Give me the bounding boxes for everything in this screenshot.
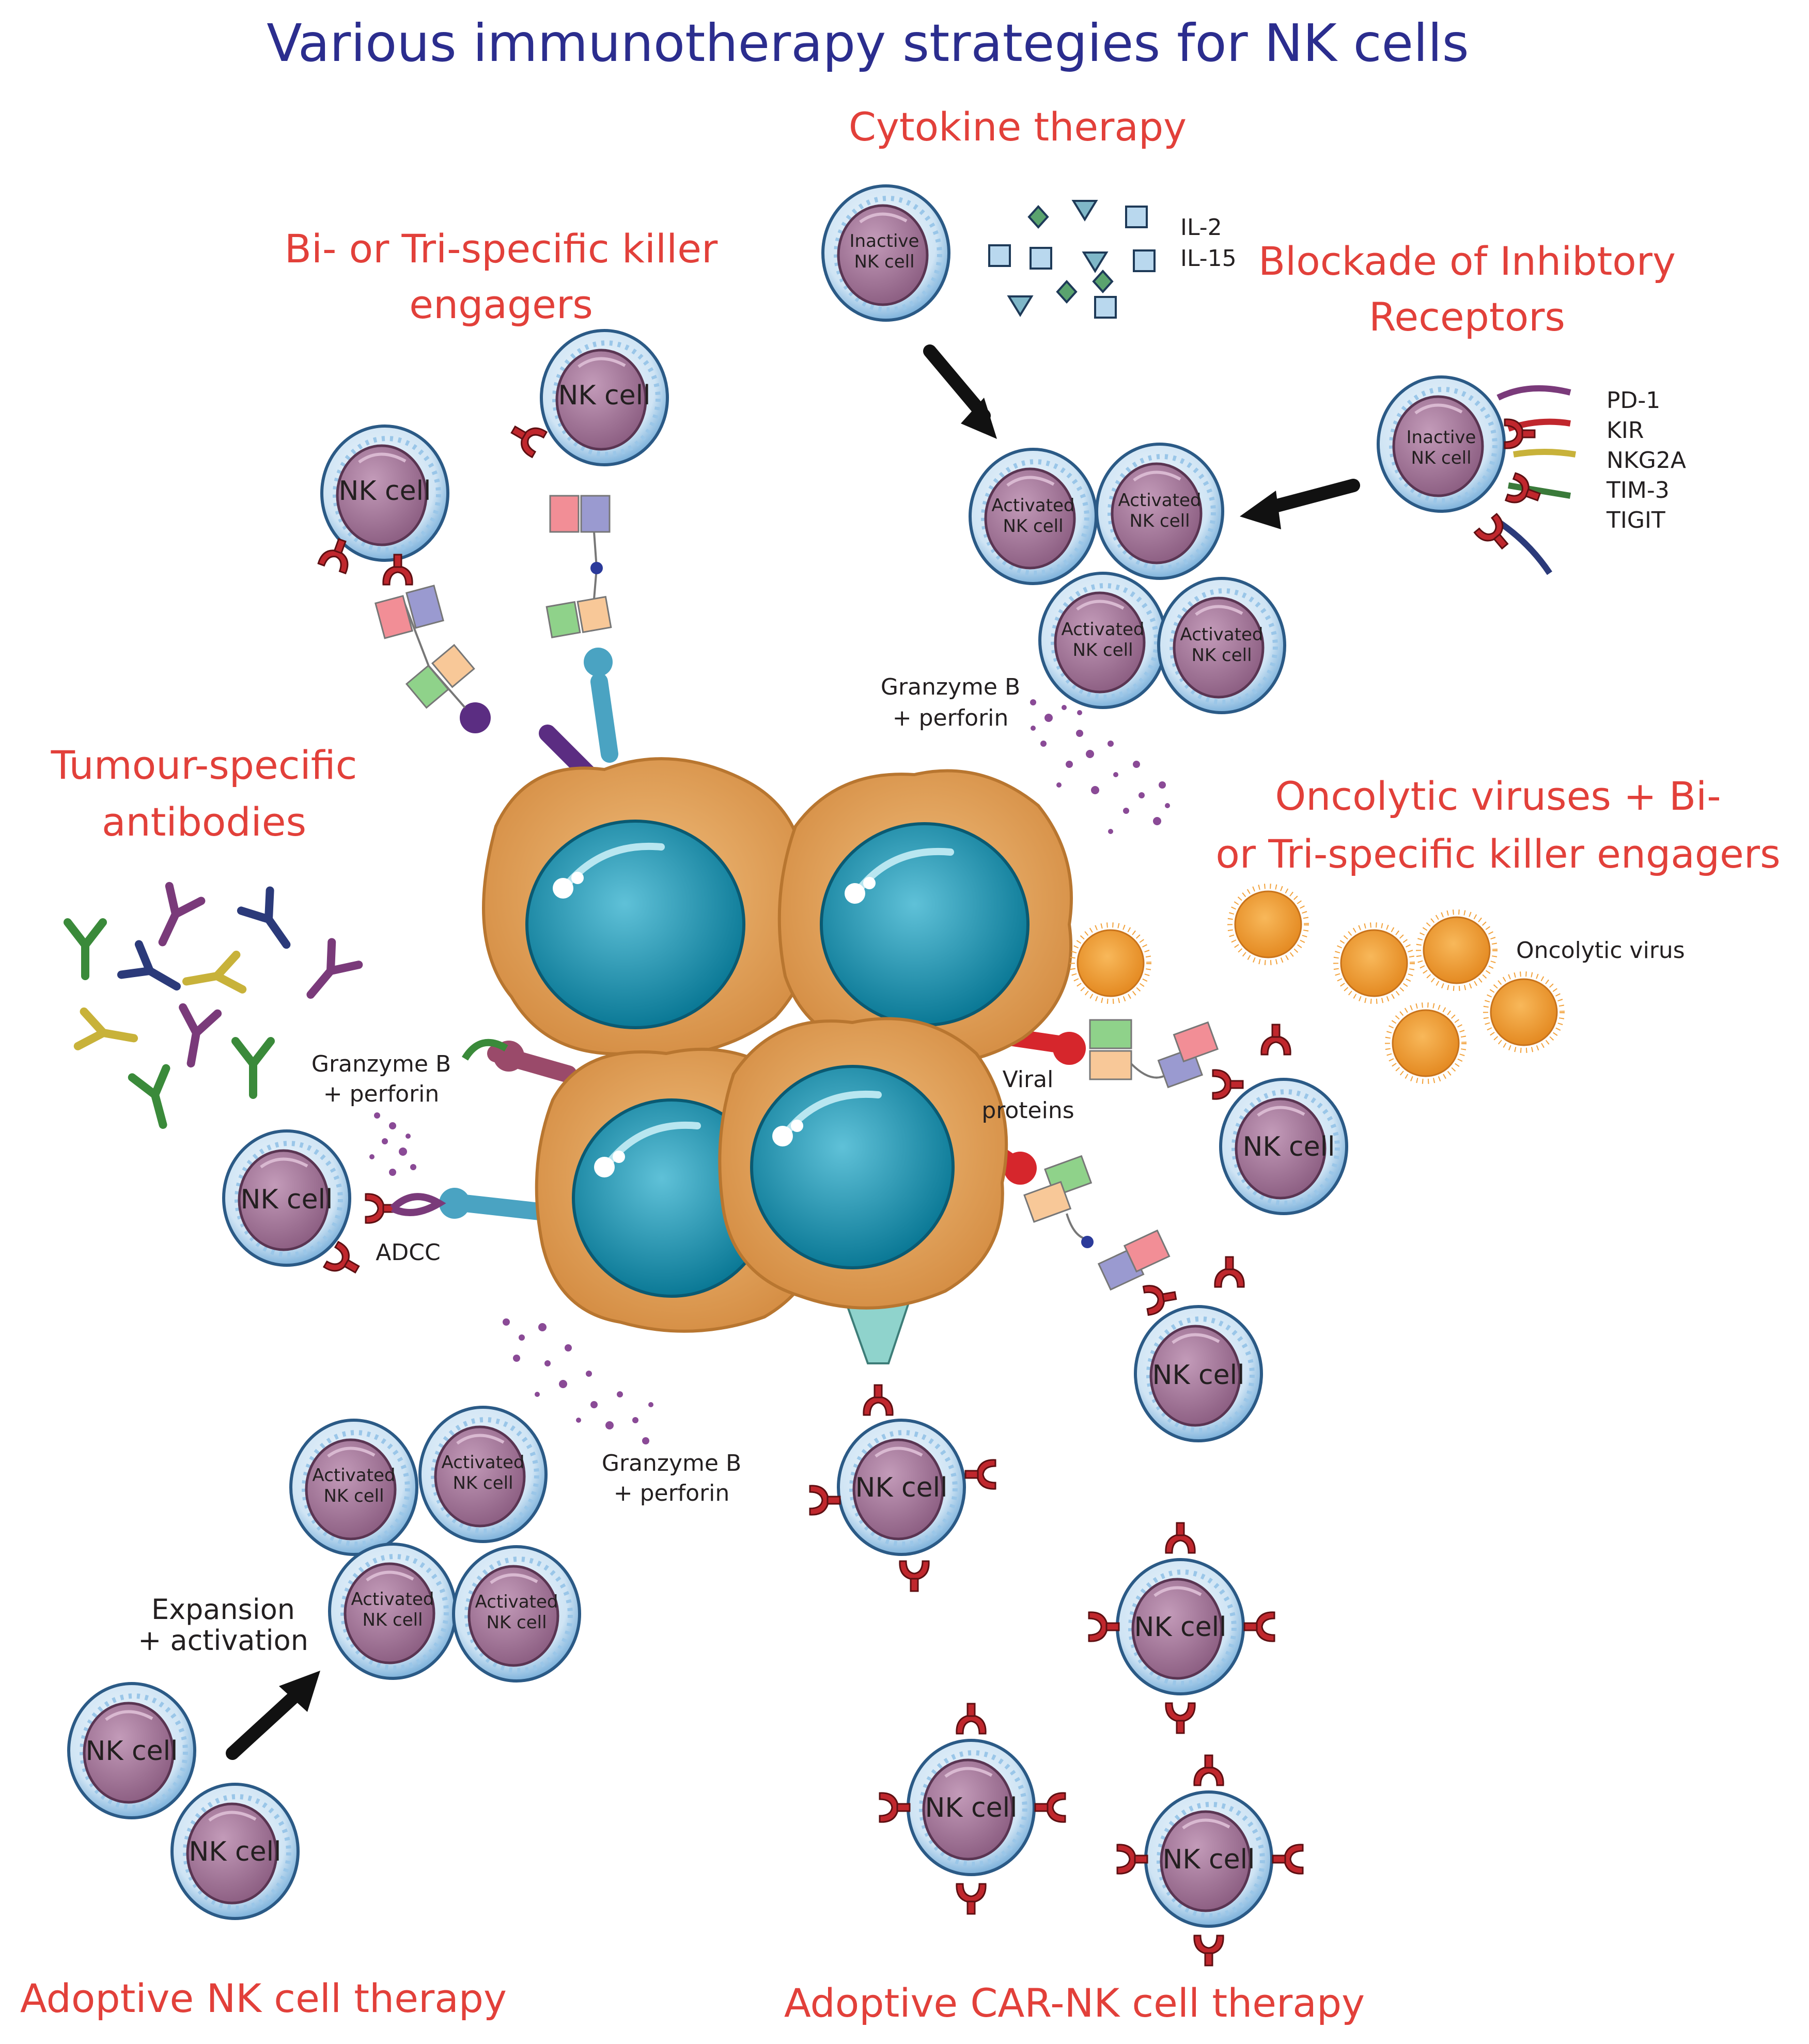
nk-cell-label: NK cell — [1152, 1360, 1244, 1391]
expansion-label-line2: + activation — [138, 1624, 308, 1657]
granzyme-label-left-line2: + perforin — [323, 1081, 440, 1107]
heading-tumour-line2: antibodies — [102, 799, 306, 845]
oncolytic-virus-group — [1072, 886, 1562, 1081]
activated-cell-label-line1: Activated — [1118, 490, 1202, 511]
receptor-label-pd1: PD-1 — [1607, 387, 1660, 414]
receptor-label-tigit: TIGIT — [1606, 507, 1665, 533]
viral-engager-group: NK cell NK cell — [1023, 1019, 1347, 1441]
activated-cell-label-line2: NK cell — [1129, 511, 1190, 531]
activated-cell-label-line2: NK cell — [1072, 640, 1133, 661]
granzyme-label-left-line1: Granzyme B — [311, 1051, 451, 1077]
nk-cell-label: NK cell — [338, 476, 431, 507]
adcc-label: ADCC — [376, 1239, 440, 1266]
receptor-label-nkg2a: NKG2A — [1607, 447, 1686, 474]
heading-blockade-line1: Blockade of Inhibtory — [1258, 238, 1676, 284]
antibody-group — [68, 886, 358, 1129]
activated-cell-label-line1: Activated — [1180, 624, 1264, 645]
activated-cell-label-line1: Activated — [992, 495, 1075, 516]
nk-cell-label: NK cell — [1162, 1844, 1255, 1875]
car-nk-group: NK cell NK cell NK cell NK cell — [809, 1384, 1304, 1967]
oncolytic-virus-label: Oncolytic virus — [1516, 937, 1685, 964]
heading-adoptive-nk: Adoptive NK cell therapy — [20, 1975, 507, 2021]
activated-cell-label-line2: NK cell — [323, 1486, 384, 1506]
viral-proteins-label-line2: proteins — [981, 1097, 1074, 1124]
cytokine-label-il15: IL-15 — [1180, 245, 1237, 272]
nk-cell-label: NK cell — [925, 1793, 1017, 1823]
granzyme-label-top-line2: + perforin — [893, 705, 1009, 731]
activated-cell-label-line2: NK cell — [1191, 645, 1252, 666]
adcc-group: NK cell ADCC — [224, 1039, 508, 1283]
inactive-cell-label-line1: Inactive — [850, 231, 919, 251]
blockade-group: Inactive NK cell PD-1 KIR NKG2A TIM-3 TI… — [1240, 377, 1686, 575]
cytokine-therapy-group: Inactive NK cell IL-2 IL-15 — [823, 186, 1237, 439]
activated-cell-label-line1: Activated — [1062, 619, 1145, 640]
activated-cell-label-line2: NK cell — [362, 1610, 423, 1630]
granzyme-label-bottom-line2: + perforin — [614, 1480, 730, 1506]
expansion-label-line1: Expansion — [151, 1593, 295, 1626]
heading-blockade-line2: Receptors — [1369, 294, 1565, 340]
heading-adoptive-car-nk: Adoptive CAR-NK cell therapy — [784, 1980, 1365, 2026]
activated-cell-label-line2: NK cell — [486, 1612, 547, 1633]
receptor-label-kir: KIR — [1607, 417, 1644, 444]
activated-cell-label-line1: Activated — [351, 1589, 434, 1610]
nk-cell-label: NK cell — [558, 380, 650, 411]
nk-cell-label: NK cell — [189, 1836, 281, 1867]
inactive-cell-label-line2: NK cell — [854, 251, 914, 272]
granzyme-label-bottom-line1: Granzyme B — [602, 1450, 741, 1476]
heading-bi-tri-line1: Bi- or Tri-specific killer — [285, 226, 718, 272]
nk-cell-label: NK cell — [1242, 1131, 1335, 1162]
activated-nk-cluster-top: Activated NK cell Activated NK cell Acti… — [970, 444, 1285, 713]
diagram-title: Various immunotherapy strategies for NK … — [267, 13, 1469, 73]
activated-cell-label-line1: Activated — [475, 1592, 558, 1612]
activated-cell-label-line2: NK cell — [453, 1473, 513, 1493]
nk-cell-label: NK cell — [240, 1184, 333, 1215]
receptor-label-tim3: TIM-3 — [1606, 477, 1670, 504]
heading-oncolytic-line1: Oncolytic viruses + Bi- — [1275, 773, 1721, 819]
heading-oncolytic-line2: or Tri-specific killer engagers — [1215, 831, 1780, 877]
activated-cell-label-line1: Activated — [313, 1465, 396, 1486]
granzyme-cloud-left — [369, 1112, 416, 1176]
tumour-cluster — [439, 648, 1086, 1364]
bi-tri-engager-group: NK cell NK cell — [317, 331, 667, 709]
cytokine-label-il2: IL-2 — [1180, 214, 1222, 241]
nk-cell-label: NK cell — [1134, 1612, 1226, 1643]
inactive-cell-label-line1: Inactive — [1407, 427, 1476, 448]
activated-cell-label-line2: NK cell — [1003, 516, 1063, 537]
granzyme-cloud-top — [1030, 699, 1170, 834]
heading-tumour-line1: Tumour-specific — [51, 742, 357, 788]
granzyme-label-top-line1: Granzyme B — [881, 674, 1020, 700]
granzyme-cloud-bottom — [503, 1318, 653, 1444]
nk-cell-label: NK cell — [85, 1736, 178, 1767]
activated-cell-label-line1: Activated — [442, 1452, 525, 1473]
heading-bi-tri-line2: engagers — [409, 281, 593, 327]
viral-proteins-label-line1: Viral — [1003, 1066, 1054, 1093]
adoptive-nk-group: Activated NK cell Activated NK cell Acti… — [69, 1407, 580, 1919]
heading-cytokine-therapy: Cytokine therapy — [849, 104, 1187, 150]
inactive-cell-label-line2: NK cell — [1411, 448, 1471, 468]
nk-cell-label: NK cell — [855, 1472, 947, 1503]
